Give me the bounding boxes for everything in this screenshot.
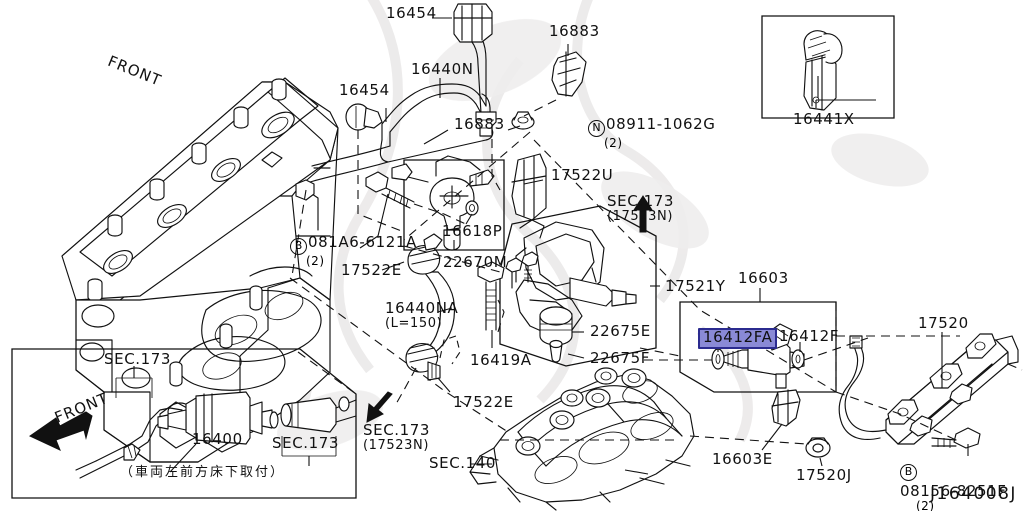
inset-note-japanese: （車両左前方床下取付） <box>120 465 286 480</box>
callout-16440NA-sub: (L=150) <box>385 315 443 331</box>
callout-08156: B08156-8251F (2) <box>900 458 1024 511</box>
callout-16440NA-text: 16440NA <box>385 299 459 317</box>
callout-16883-a: 16883 <box>549 22 600 40</box>
inset-sec173-right: SEC.173 <box>272 434 340 452</box>
callout-08156-qty: (2) <box>916 499 935 511</box>
callout-sec140: SEC.140 <box>429 454 497 472</box>
callout-17520J: 17520J <box>796 466 852 484</box>
leader-lines <box>169 17 969 475</box>
engine-block-illustration <box>61 77 339 463</box>
arrow-sec173-a <box>633 195 653 233</box>
callout-sec173-a-sub: (17523N) <box>607 208 674 224</box>
assembly-17521Y <box>499 205 657 367</box>
inset-part-16441X: 16441X <box>793 110 855 128</box>
callout-sec173-b-text: SEC.173 <box>363 421 431 439</box>
callout-16603E: 16603E <box>712 450 773 468</box>
clip-16454-top <box>453 3 493 43</box>
bolt-16419A <box>477 261 505 331</box>
dashed-assembly-lines <box>289 99 1023 445</box>
clip-16603E <box>771 389 801 427</box>
badge-b-icon-2: B <box>900 464 917 481</box>
washer-17520J <box>805 437 831 458</box>
callout-16412F: 16412F <box>779 327 839 345</box>
fuel-filter-16400 <box>157 391 279 445</box>
callout-sec173-b-sub: (17523N) <box>363 437 430 453</box>
fuel-rail-17520 <box>838 333 1019 445</box>
callout-16603: 16603 <box>738 269 789 287</box>
bolt-081A6 <box>365 171 415 209</box>
inset-box-16400 <box>11 348 357 499</box>
badge-n-icon: N <box>588 120 605 137</box>
inset-box-16441X <box>761 15 895 119</box>
callout-sec173-a: SEC.173 (17523N) <box>607 192 675 224</box>
intake-manifold-illustration <box>469 367 695 511</box>
callout-16618P: 16618P <box>442 222 503 240</box>
callout-16440N: 16440N <box>411 60 474 78</box>
connector-16883-a <box>475 111 497 137</box>
callout-08911-text: 08911-1062G <box>606 115 716 133</box>
callout-081A6-text: 081A6-6121A <box>308 233 417 251</box>
bolt-08156 <box>931 427 981 449</box>
callout-08156-text: 08156-8251F <box>900 482 1007 500</box>
callout-16440NA: 16440NA (L=150) <box>385 299 459 331</box>
callout-sec173-a-text: SEC.173 <box>607 192 675 210</box>
callout-08911-qty: (2) <box>604 136 623 150</box>
bracket-17522U <box>511 153 547 221</box>
grommet-16454-mid <box>345 103 383 131</box>
callout-16454-top: 16454 <box>386 4 437 22</box>
arrow-sec173-b <box>366 391 393 423</box>
callout-16883-b: 16883 <box>454 115 505 133</box>
callout-17522E-b: 17522E <box>453 393 514 411</box>
callout-22675F: 22675F <box>590 349 650 367</box>
callout-17522U: 17522U <box>551 166 614 184</box>
callout-sec173-b: SEC.173 (17523N) <box>363 421 431 453</box>
callout-16412FA-highlighted[interactable]: 16412FA <box>698 328 778 349</box>
clamp-17522E-bottom <box>405 343 441 381</box>
clip-16883-b <box>551 51 587 97</box>
badge-b-icon: B <box>290 238 307 255</box>
hose-16440NA <box>405 233 456 381</box>
callout-16419A: 16419A <box>470 351 532 369</box>
nut-08911 <box>511 111 535 130</box>
callout-081A6-qty: (2) <box>306 254 325 268</box>
callout-17520: 17520 <box>918 314 969 332</box>
callout-22670M: 22670M <box>443 253 508 271</box>
callout-17522E-a: 17522E <box>341 261 402 279</box>
inset-sec173-top: SEC.173 <box>104 350 172 368</box>
callout-17521Y: 17521Y <box>665 277 726 295</box>
callout-22675E: 22675E <box>590 322 651 340</box>
diagram-id-code: J164008J <box>930 484 1017 504</box>
hose-right-inset <box>280 396 357 433</box>
assembly-22670M <box>391 155 505 251</box>
callout-16454-mid: 16454 <box>339 81 390 99</box>
inset-part-16400: 16400 <box>192 430 243 448</box>
clamp-17522E-top <box>407 233 443 275</box>
